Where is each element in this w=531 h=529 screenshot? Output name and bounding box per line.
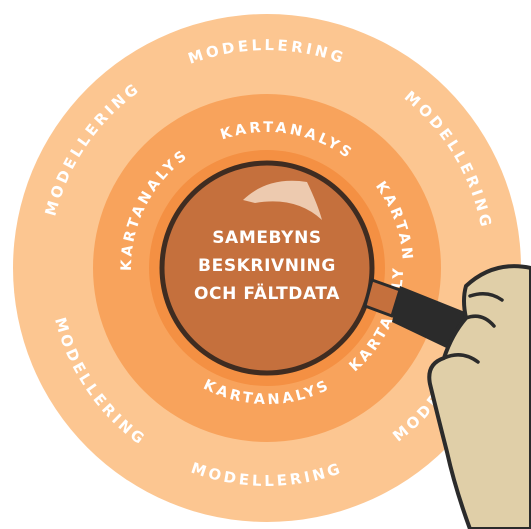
center-line-2: BESKRIVNING [198,256,336,276]
center-line-1: SAMEBYNS [212,228,322,248]
magnifier-lens: SAMEBYNS BESKRIVNING OCH FÄLTDATA [159,160,375,376]
lens-highlight [243,180,322,220]
center-line-3: OCH FÄLTDATA [194,282,340,304]
